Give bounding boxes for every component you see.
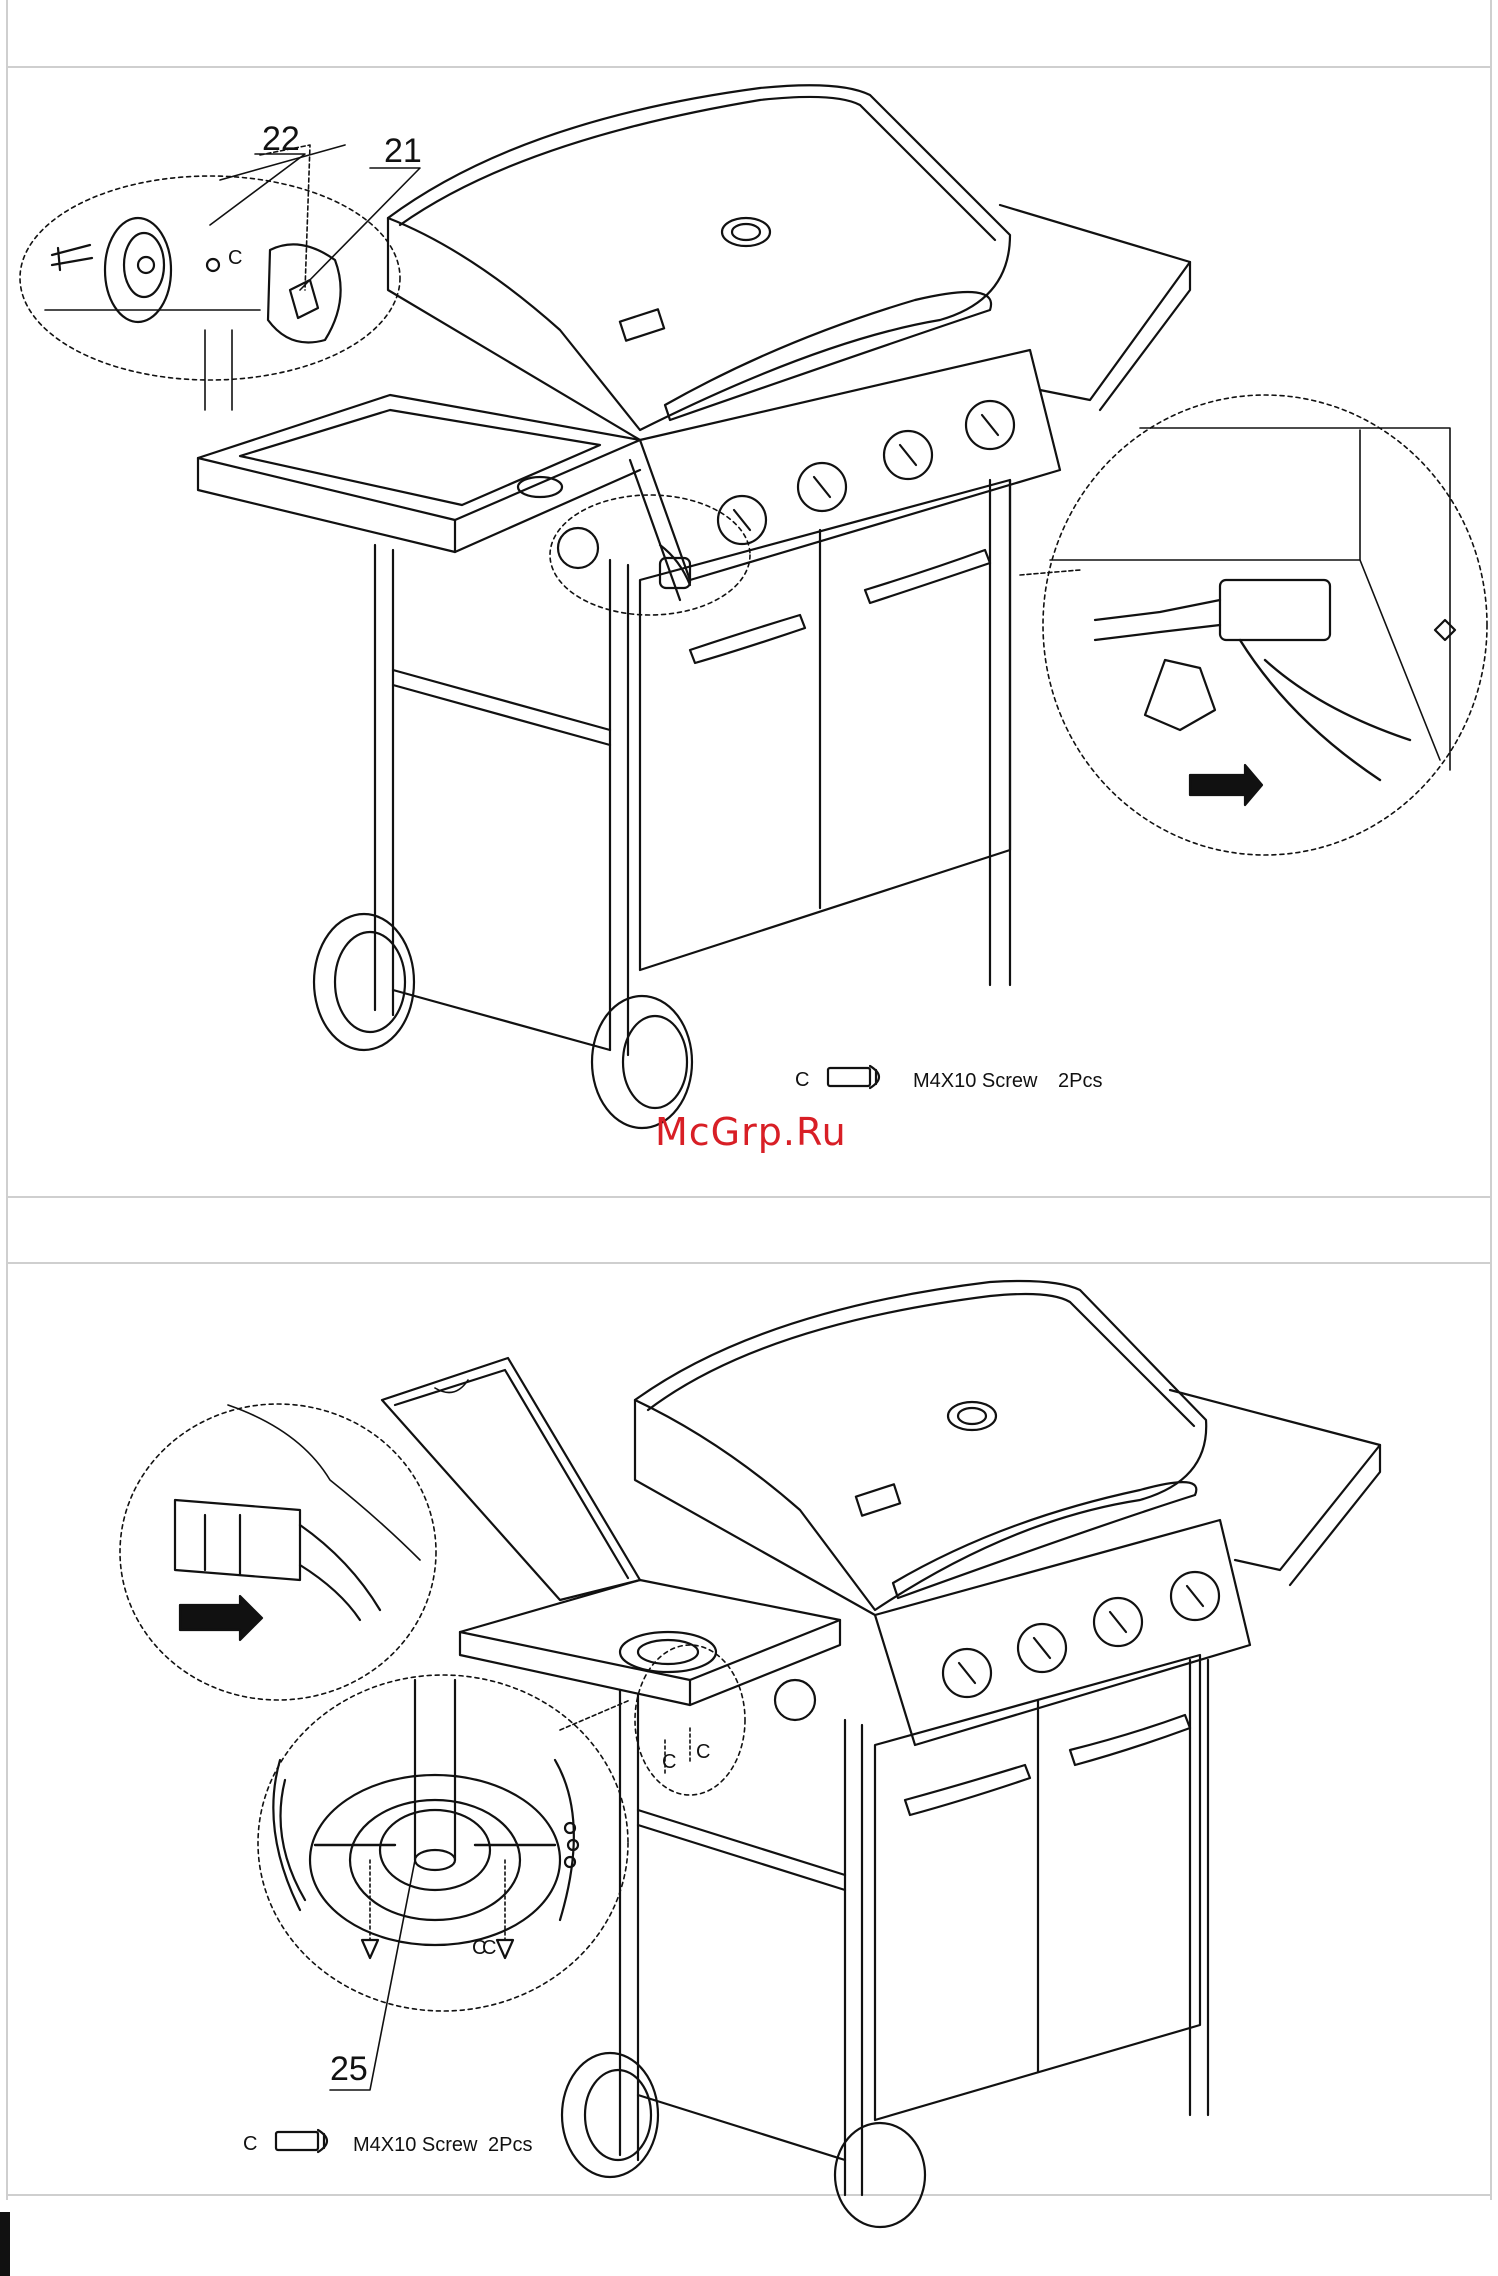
panel-1-detail-bubble-knob xyxy=(20,145,400,410)
panel-2-grill xyxy=(382,1281,1380,2227)
hardware-qty: 2Pcs xyxy=(1058,1070,1102,1092)
page-edge-bar xyxy=(0,2212,10,2276)
hardware-label: M4X10 Screw xyxy=(353,2134,478,2156)
panel-1-detail-bubble-valve xyxy=(1020,395,1487,855)
callout-c-burner-right: C xyxy=(482,1937,496,1959)
screw-icon xyxy=(276,2132,318,2150)
hardware-letter: C xyxy=(795,1069,809,1091)
callout-25: 25 xyxy=(330,2050,368,2088)
hardware-label: M4X10 Screw xyxy=(913,1070,1038,1092)
panel-2-detail-bubble-hose xyxy=(120,1404,436,1700)
screw-icon xyxy=(828,1068,870,1086)
panel-2-hardware-legend: C M4X10 Screw 2Pcs xyxy=(243,2130,532,2156)
hardware-qty: 2Pcs xyxy=(488,2134,532,2156)
callout-c-shelf-left: C xyxy=(662,1751,676,1773)
callout-21: 21 xyxy=(384,132,422,170)
watermark: McGrp.Ru xyxy=(655,1110,847,1154)
callout-c: C xyxy=(228,247,242,269)
panel-1-hardware-legend: C M4X10 Screw 2Pcs xyxy=(795,1066,1102,1092)
callout-22: 22 xyxy=(262,120,300,158)
callout-c-shelf-right: C xyxy=(696,1741,710,1763)
panel-2-detail-bubble-burner xyxy=(258,1675,630,2011)
hardware-letter: C xyxy=(243,2133,257,2155)
